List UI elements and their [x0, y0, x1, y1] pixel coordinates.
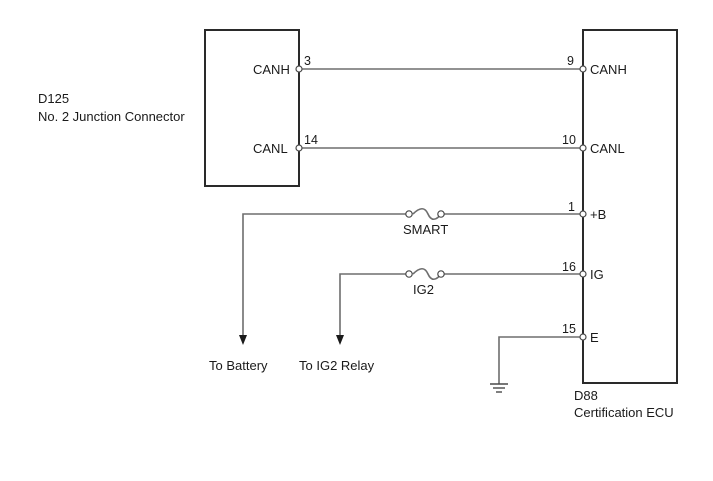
wire-to-ig2-relay [339, 273, 406, 336]
junction-pin-label-canl: CANL [253, 141, 288, 156]
ecu-id: D88 [574, 388, 598, 403]
ecu-terminal-15 [579, 333, 587, 341]
fuse-ig2-terminal-left [405, 270, 413, 278]
junction-pin-label-canh: CANH [253, 62, 290, 77]
ecu-terminal-16 [579, 270, 587, 278]
fuse-smart-label: SMART [403, 222, 448, 237]
ecu-box [582, 29, 678, 384]
fuse-ig2-element [412, 267, 442, 281]
ecu-terminal-9 [579, 65, 587, 73]
ecu-pin-number-10: 10 [562, 133, 576, 147]
ecu-pin-label-canl: CANL [590, 141, 625, 156]
ecu-terminal-1 [579, 210, 587, 218]
destination-ig2-relay: To IG2 Relay [299, 358, 375, 373]
wire-ground [498, 336, 580, 384]
junction-connector-box [204, 29, 300, 187]
ecu-pin-label-canh: CANH [590, 62, 627, 77]
fuse-ig2-terminal-right [437, 270, 445, 278]
ecu-pin-label-plus-b: +B [590, 207, 606, 222]
junction-pin-number-14: 14 [304, 133, 318, 147]
wire-to-battery [242, 213, 406, 336]
ecu-terminal-10 [579, 144, 587, 152]
ecu-pin-number-15: 15 [562, 322, 576, 336]
junction-pin-number-3: 3 [304, 54, 311, 68]
ecu-pin-label-ig: IG [590, 267, 604, 282]
fuse-smart-element [412, 207, 442, 221]
junction-connector-name: No. 2 Junction Connector [38, 109, 185, 124]
ecu-name: Certification ECU [574, 405, 674, 420]
ecu-pin-number-9: 9 [567, 54, 574, 68]
fuse-smart-terminal-right [437, 210, 445, 218]
arrow-down-icon [239, 335, 247, 345]
fuse-smart-terminal-left [405, 210, 413, 218]
junction-terminal-14 [295, 144, 303, 152]
arrow-down-icon [336, 335, 344, 345]
ecu-pin-number-16: 16 [562, 260, 576, 274]
destination-battery: To Battery [209, 358, 268, 373]
junction-connector-id: D125 [38, 91, 69, 106]
ecu-pin-number-1: 1 [568, 200, 575, 214]
ecu-pin-label-e: E [590, 330, 599, 345]
ground-icon [490, 383, 508, 393]
fuse-ig2-label: IG2 [413, 282, 434, 297]
junction-terminal-3 [295, 65, 303, 73]
